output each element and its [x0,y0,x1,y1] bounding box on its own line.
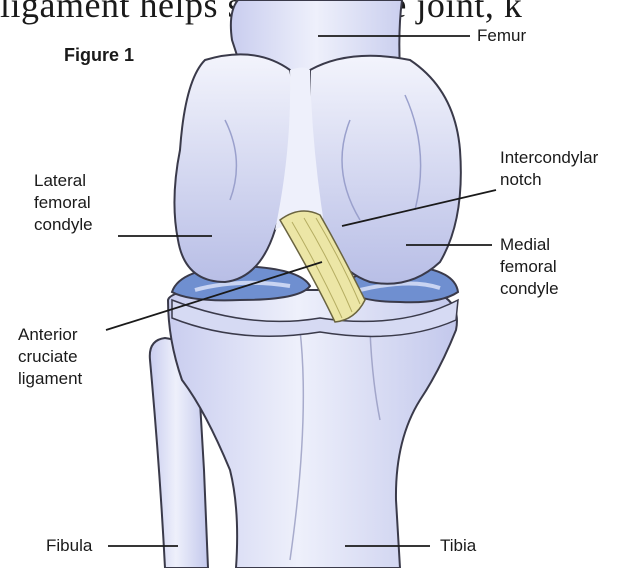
label-tibia: Tibia [440,535,476,557]
label-medial-femoral-condyle: Medial femoral condyle [500,234,559,300]
figure-title: Figure 1 [64,45,134,66]
label-anterior-cruciate-ligament: Anterior cruciate ligament [18,324,82,390]
label-lateral-femoral-condyle: Lateral femoral condyle [34,170,93,236]
label-femur: Femur [477,25,526,47]
label-intercondylar-notch: Intercondylar notch [500,147,598,191]
lateral-condyle [174,54,296,282]
label-fibula: Fibula [46,535,92,557]
